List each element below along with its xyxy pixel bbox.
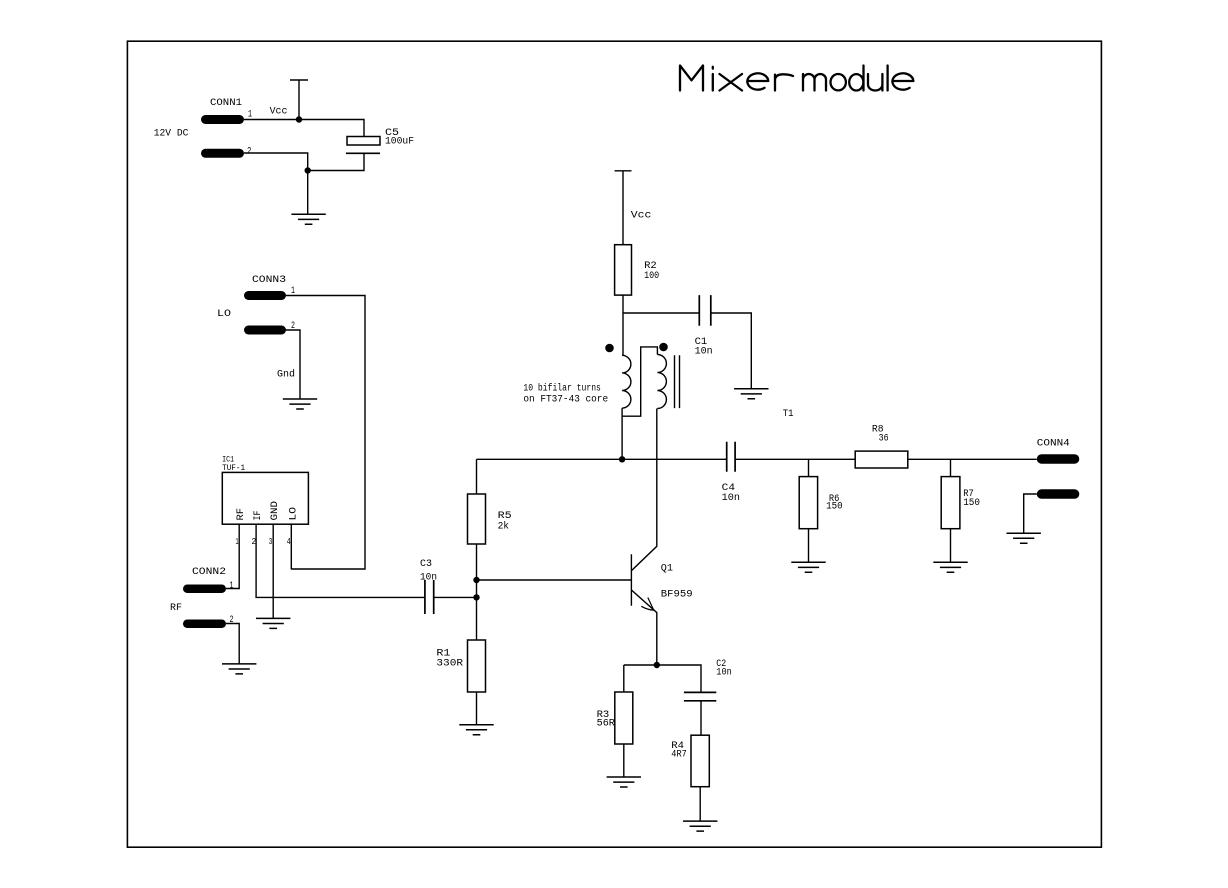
svg-text:GND: GND [270,501,281,521]
svg-text:150: 150 [963,498,980,509]
svg-text:R6: R6 [829,494,840,505]
svg-text:100uF: 100uF [385,137,414,148]
svg-text:2: 2 [230,615,234,626]
svg-text:36: 36 [879,434,889,445]
svg-text:1: 1 [291,286,295,297]
svg-text:TUF-1: TUF-1 [222,464,245,473]
svg-text:Vcc: Vcc [270,106,288,117]
svg-text:C3: C3 [420,559,432,570]
svg-text:LO: LO [288,507,299,521]
svg-text:R7: R7 [963,489,974,500]
svg-text:CONN2: CONN2 [192,567,226,578]
svg-text:2k: 2k [498,521,509,533]
svg-text:1: 1 [236,537,239,547]
svg-text:R4: R4 [671,741,684,752]
svg-text:R3: R3 [597,710,610,721]
svg-text:R2: R2 [644,261,657,272]
svg-text:CONN3: CONN3 [252,275,286,286]
svg-text:330R: 330R [436,658,463,669]
svg-text:12V DC: 12V DC [154,129,189,140]
svg-text:Q1: Q1 [661,564,673,575]
svg-text:10n: 10n [722,493,740,504]
svg-text:1: 1 [230,581,234,592]
svg-text:4R7: 4R7 [671,749,687,760]
svg-text:10n: 10n [420,572,437,583]
svg-text:R8: R8 [872,425,884,436]
svg-text:CONN4: CONN4 [1037,438,1070,449]
svg-text:1: 1 [248,110,252,121]
svg-text:100: 100 [644,271,659,282]
svg-text:3: 3 [269,537,273,547]
svg-text:150: 150 [826,501,843,512]
svg-text:LO: LO [217,309,231,320]
svg-text:on FT37-43 core: on FT37-43 core [523,394,608,405]
svg-text:2: 2 [252,537,257,547]
svg-text:T1: T1 [783,409,794,420]
svg-text:C2: C2 [716,659,726,670]
svg-text:10n: 10n [695,347,713,358]
svg-text:RF: RF [170,603,182,614]
svg-text:IC1: IC1 [222,455,234,464]
svg-text:Vcc: Vcc [631,211,652,222]
svg-text:2: 2 [291,321,295,332]
svg-text:RF: RF [236,508,247,521]
svg-text:C1: C1 [695,337,708,348]
svg-text:CONN1: CONN1 [210,98,242,109]
svg-text:10 bifilar turns: 10 bifilar turns [523,383,601,395]
svg-text:4: 4 [287,537,291,547]
svg-text:BF959: BF959 [661,589,693,600]
svg-text:IF: IF [253,511,264,521]
svg-text:R1: R1 [436,649,450,660]
svg-text:R5: R5 [498,511,512,522]
svg-text:10n: 10n [716,668,732,679]
svg-text:2: 2 [247,147,252,158]
svg-text:Gnd: Gnd [277,369,295,381]
svg-text:C4: C4 [722,483,735,494]
svg-text:C5: C5 [385,128,399,139]
svg-text:56R: 56R [597,718,615,729]
